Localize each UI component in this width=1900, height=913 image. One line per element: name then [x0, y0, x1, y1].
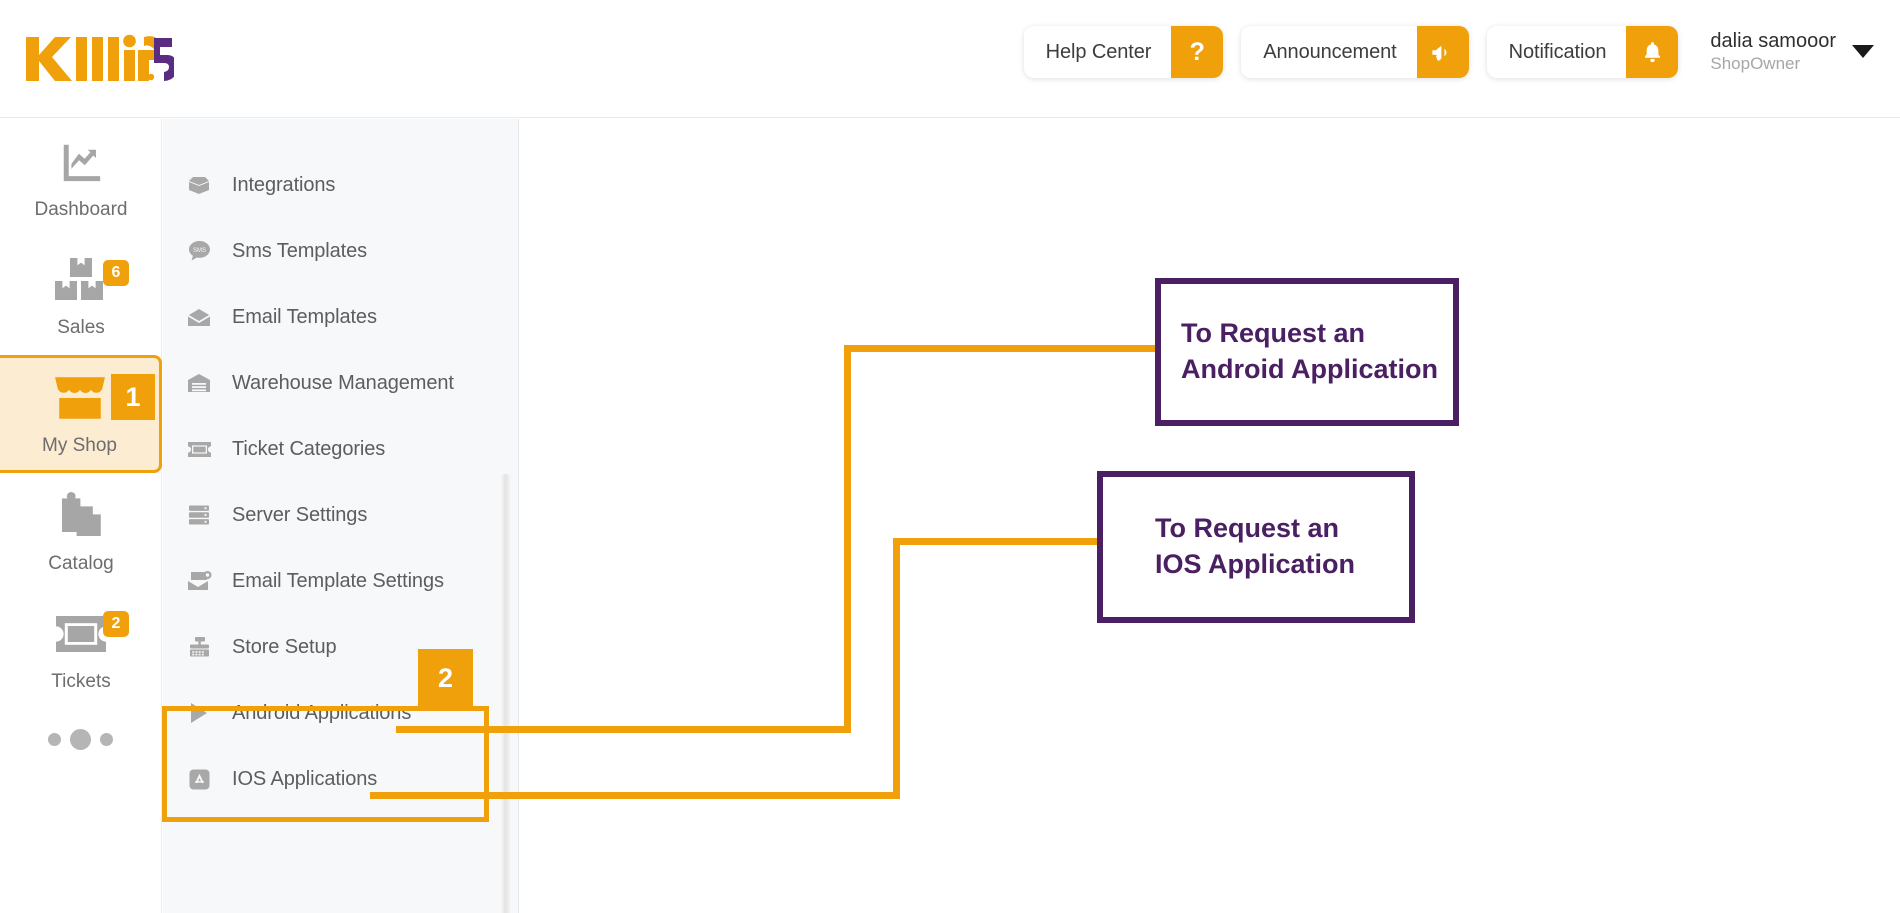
rail-label-sales: Sales: [57, 317, 105, 338]
warehouse-icon: [186, 373, 212, 393]
menu-item-email-template-settings[interactable]: Email Template Settings: [163, 548, 518, 614]
menu-label-warehouse-management: Warehouse Management: [232, 371, 454, 394]
header-actions: Help Center ? Announcement Notification: [1023, 26, 1882, 78]
menu-label-sms-templates: Sms Templates: [232, 239, 368, 262]
user-info: dalia samooor ShopOwner: [1710, 30, 1836, 74]
server-icon: [186, 504, 212, 526]
rail-item-dashboard[interactable]: Dashboard: [0, 119, 162, 237]
email-settings-icon: [186, 570, 212, 592]
svg-text:SMS: SMS: [192, 248, 205, 254]
menu-item-store-setup[interactable]: Store Setup: [163, 614, 518, 680]
notification-button[interactable]: Notification: [1486, 26, 1679, 78]
leader-ios-segment-3: [893, 538, 1098, 545]
rail-badge-tickets: 2: [103, 611, 129, 637]
menu-item-sms-templates[interactable]: SMS Sms Templates: [163, 218, 518, 284]
callout-android-text: To Request an Android Application: [1181, 318, 1438, 384]
question-mark-icon[interactable]: ?: [1171, 26, 1224, 78]
leader-android-segment-3: [844, 345, 1157, 352]
help-center-label: Help Center: [1045, 40, 1152, 63]
leader-ios-segment-1: [370, 792, 900, 799]
menu-item-email-templates[interactable]: Email Templates: [163, 284, 518, 350]
icon-rail: Dashboard Sales 6 My Shop: [0, 119, 162, 913]
leader-ios-segment-2: [893, 538, 900, 799]
rail-label-catalog: Catalog: [48, 553, 114, 574]
menu-label-ticket-categories: Ticket Categories: [232, 437, 386, 460]
rail-item-sales[interactable]: Sales 6: [0, 237, 162, 355]
rail-label-tickets: Tickets: [51, 671, 111, 692]
menu-label-integrations: Integrations: [232, 173, 336, 196]
menu-label-store-setup: Store Setup: [232, 635, 337, 658]
callout-ios: To Request an IOS Application: [1097, 471, 1415, 623]
rail-badge-sales: 6: [103, 260, 129, 286]
ticket-icon: [186, 441, 212, 458]
chart-growth-icon: [56, 135, 106, 189]
envelope-icon: [186, 308, 212, 327]
menu-scrollbar[interactable]: [500, 474, 512, 913]
top-header: Help Center ? Announcement Notification: [0, 0, 1900, 118]
rail-label-my-shop: My Shop: [42, 435, 117, 456]
app-store-icon: [186, 769, 212, 790]
menu-item-integrations[interactable]: Integrations: [163, 152, 518, 218]
android-ios-highlight-box: [162, 706, 489, 822]
my-shop-menu-panel: Integrations SMS Sms Templates Email Tem…: [163, 119, 519, 913]
bell-icon[interactable]: [1626, 26, 1679, 78]
chevron-down-icon[interactable]: [1852, 45, 1874, 59]
notification-label: Notification: [1508, 40, 1607, 63]
user-role: ShopOwner: [1710, 53, 1801, 73]
brand-logo[interactable]: [24, 30, 174, 88]
sms-bubble-icon: SMS: [186, 240, 212, 262]
menu-label-email-templates: Email Templates: [232, 305, 377, 328]
menu-label-email-template-settings: Email Template Settings: [232, 569, 444, 592]
leader-android-segment-1: [396, 726, 851, 733]
open-box-icon: [186, 175, 212, 195]
menu-item-ios-applications[interactable]: IOS Applications: [163, 746, 518, 812]
menu-label-ios-applications: IOS Applications: [232, 767, 378, 790]
user-name: dalia samooor: [1710, 30, 1836, 53]
callout-ios-text: To Request an IOS Application: [1155, 513, 1356, 579]
rail-item-tickets[interactable]: Tickets 2: [0, 591, 162, 709]
help-center-button[interactable]: Help Center ?: [1023, 26, 1224, 78]
menu-item-warehouse-management[interactable]: Warehouse Management: [163, 350, 518, 416]
megaphone-icon[interactable]: [1416, 26, 1469, 78]
ticket-icon: [54, 607, 108, 661]
step-number-1: 1: [111, 374, 155, 420]
store-icon: [53, 371, 107, 425]
boxes-icon: [55, 253, 107, 307]
cash-register-icon: [186, 636, 212, 658]
step-number-2: 2: [418, 649, 473, 707]
announcement-label: Announcement: [1263, 40, 1397, 63]
menu-item-server-settings[interactable]: Server Settings: [163, 482, 518, 548]
clipboard-docs-icon: [58, 489, 104, 543]
rail-item-catalog[interactable]: Catalog: [0, 473, 162, 591]
more-dots-icon[interactable]: [0, 709, 161, 769]
menu-label-server-settings: Server Settings: [232, 503, 368, 526]
callout-android: To Request an Android Application: [1155, 278, 1459, 426]
rail-label-dashboard: Dashboard: [34, 199, 128, 220]
user-menu[interactable]: dalia samooor ShopOwner: [1696, 30, 1882, 74]
announcement-button[interactable]: Announcement: [1241, 26, 1469, 78]
menu-item-ticket-categories[interactable]: Ticket Categories: [163, 416, 518, 482]
leader-android-segment-2: [844, 345, 851, 733]
